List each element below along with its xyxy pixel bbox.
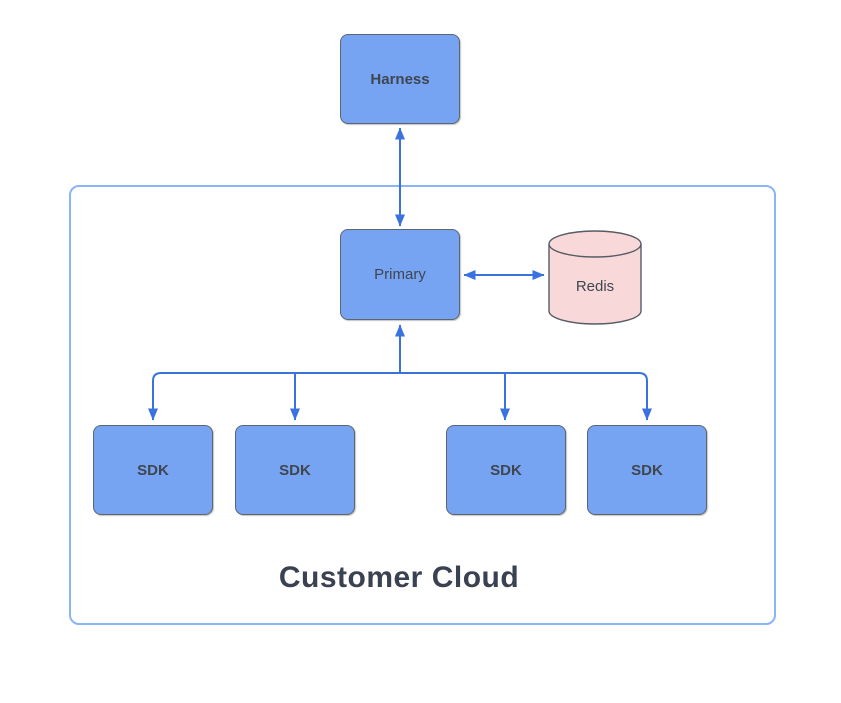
customer-cloud-boundary	[69, 185, 776, 625]
customer-cloud-label: Customer Cloud	[278, 561, 520, 594]
sdk-node-3: SDK	[446, 425, 566, 515]
sdk-node-2: SDK	[235, 425, 355, 515]
redis-cylinder: Redis	[548, 230, 642, 325]
sdk-node-1-label: SDK	[137, 461, 169, 479]
primary-node-label: Primary	[374, 266, 426, 283]
sdk-node-2-label: SDK	[279, 461, 311, 479]
database-cylinder-icon	[548, 230, 642, 325]
harness-node-label: Harness	[370, 70, 430, 88]
sdk-node-1: SDK	[93, 425, 213, 515]
sdk-node-4-label: SDK	[631, 461, 663, 479]
harness-node: Harness	[340, 34, 460, 124]
redis-node-label: Redis	[575, 278, 615, 295]
sdk-node-3-label: SDK	[490, 461, 522, 479]
primary-node: Primary	[340, 229, 460, 320]
sdk-node-4: SDK	[587, 425, 707, 515]
